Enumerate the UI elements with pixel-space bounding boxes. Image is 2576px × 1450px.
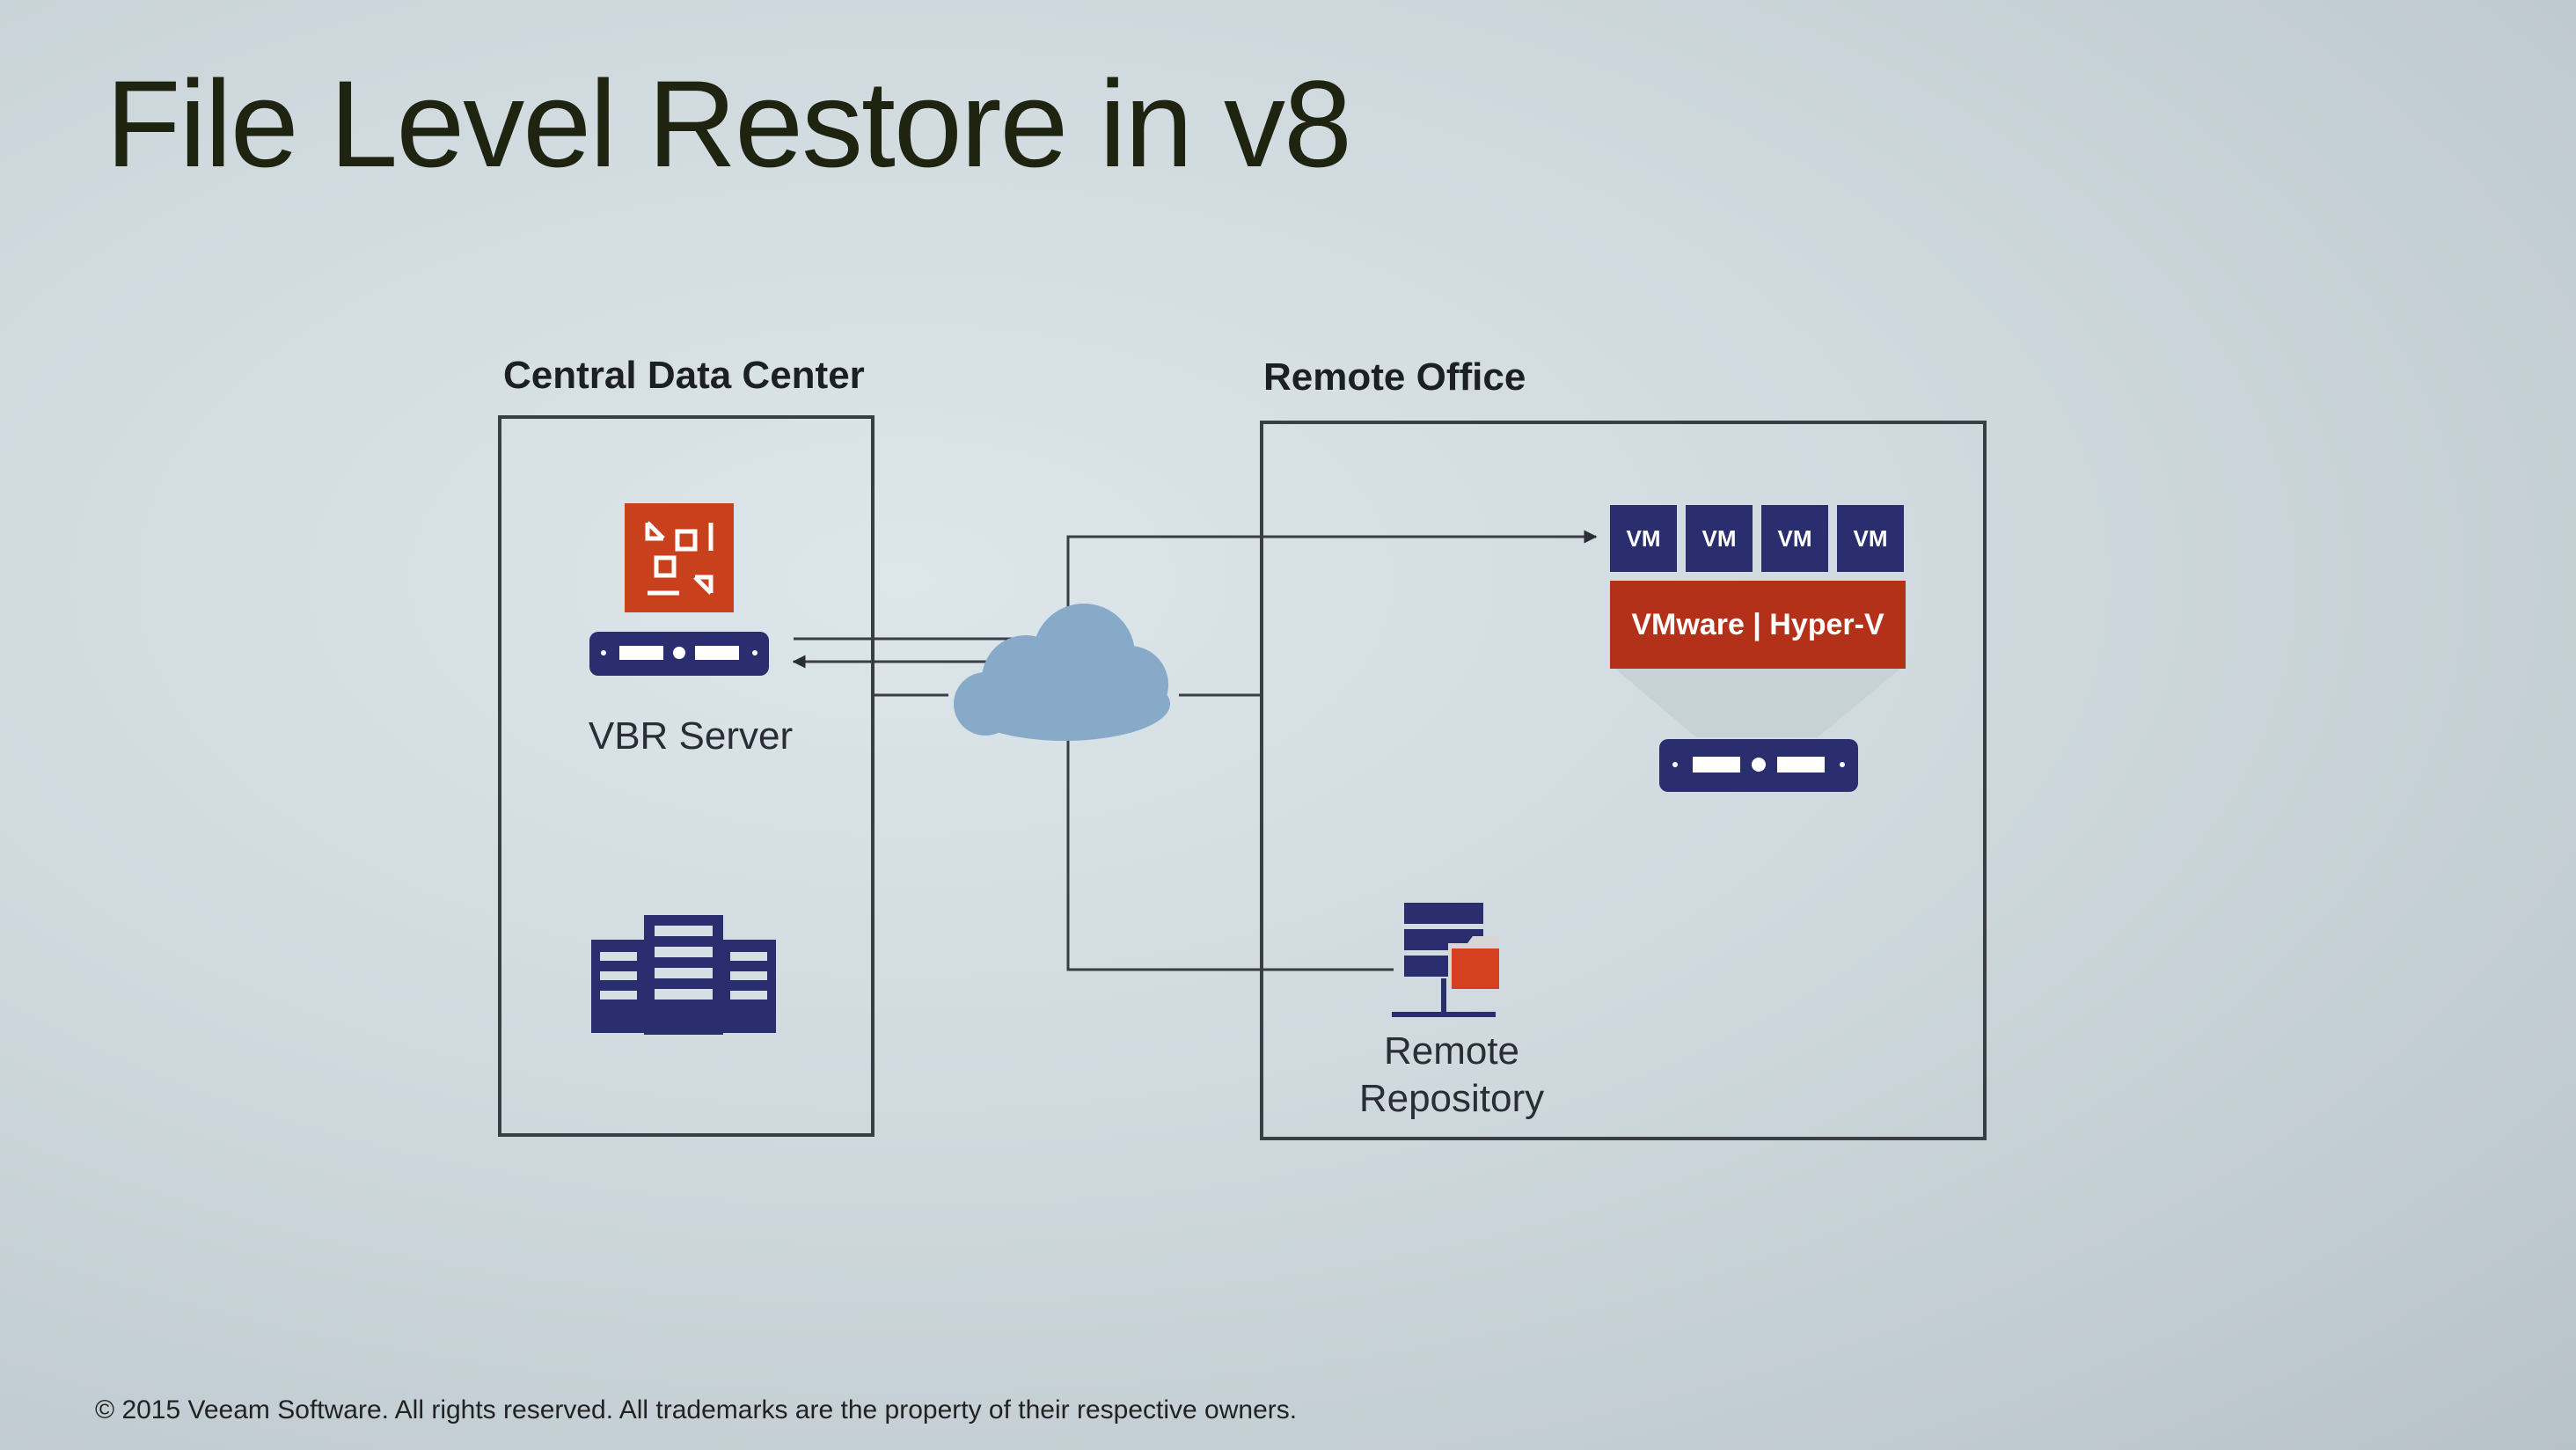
repository-caption-line1: Remote [1383, 1029, 1520, 1073]
copyright-footer: © 2015 Veeam Software. All rights reserv… [95, 1395, 1298, 1424]
vm-tile: VM [1610, 505, 1677, 572]
repository-caption-line2: Repository [1358, 1077, 1545, 1120]
vm-tile: VM [1761, 505, 1828, 572]
remote-office-box [1260, 421, 1987, 1140]
central-data-center-label: Central Data Center [503, 354, 865, 397]
remote-host-server-icon [1659, 739, 1858, 792]
vbr-server-icon [589, 632, 769, 676]
remote-office-label: Remote Office [1263, 355, 1526, 399]
vm-tile: VM [1686, 505, 1753, 572]
hypervisor-bar: VMware | Hyper-V [1610, 581, 1906, 669]
vm-tile: VM [1837, 505, 1904, 572]
cloud-icon [954, 604, 1170, 741]
slide-title: File Level Restore in v8 [106, 55, 1352, 193]
server-rack-icon [591, 915, 776, 1035]
cloud-to-vm-host-arrow [1066, 530, 1598, 639]
veeam-logo-icon [625, 503, 734, 612]
repository-icon [1392, 903, 1499, 1017]
vbr-server-caption: VBR Server [588, 714, 794, 758]
host-funnel-shape [1615, 669, 1900, 737]
central-data-center-box [498, 415, 875, 1137]
cloud-to-repository-link [1066, 662, 1394, 971]
